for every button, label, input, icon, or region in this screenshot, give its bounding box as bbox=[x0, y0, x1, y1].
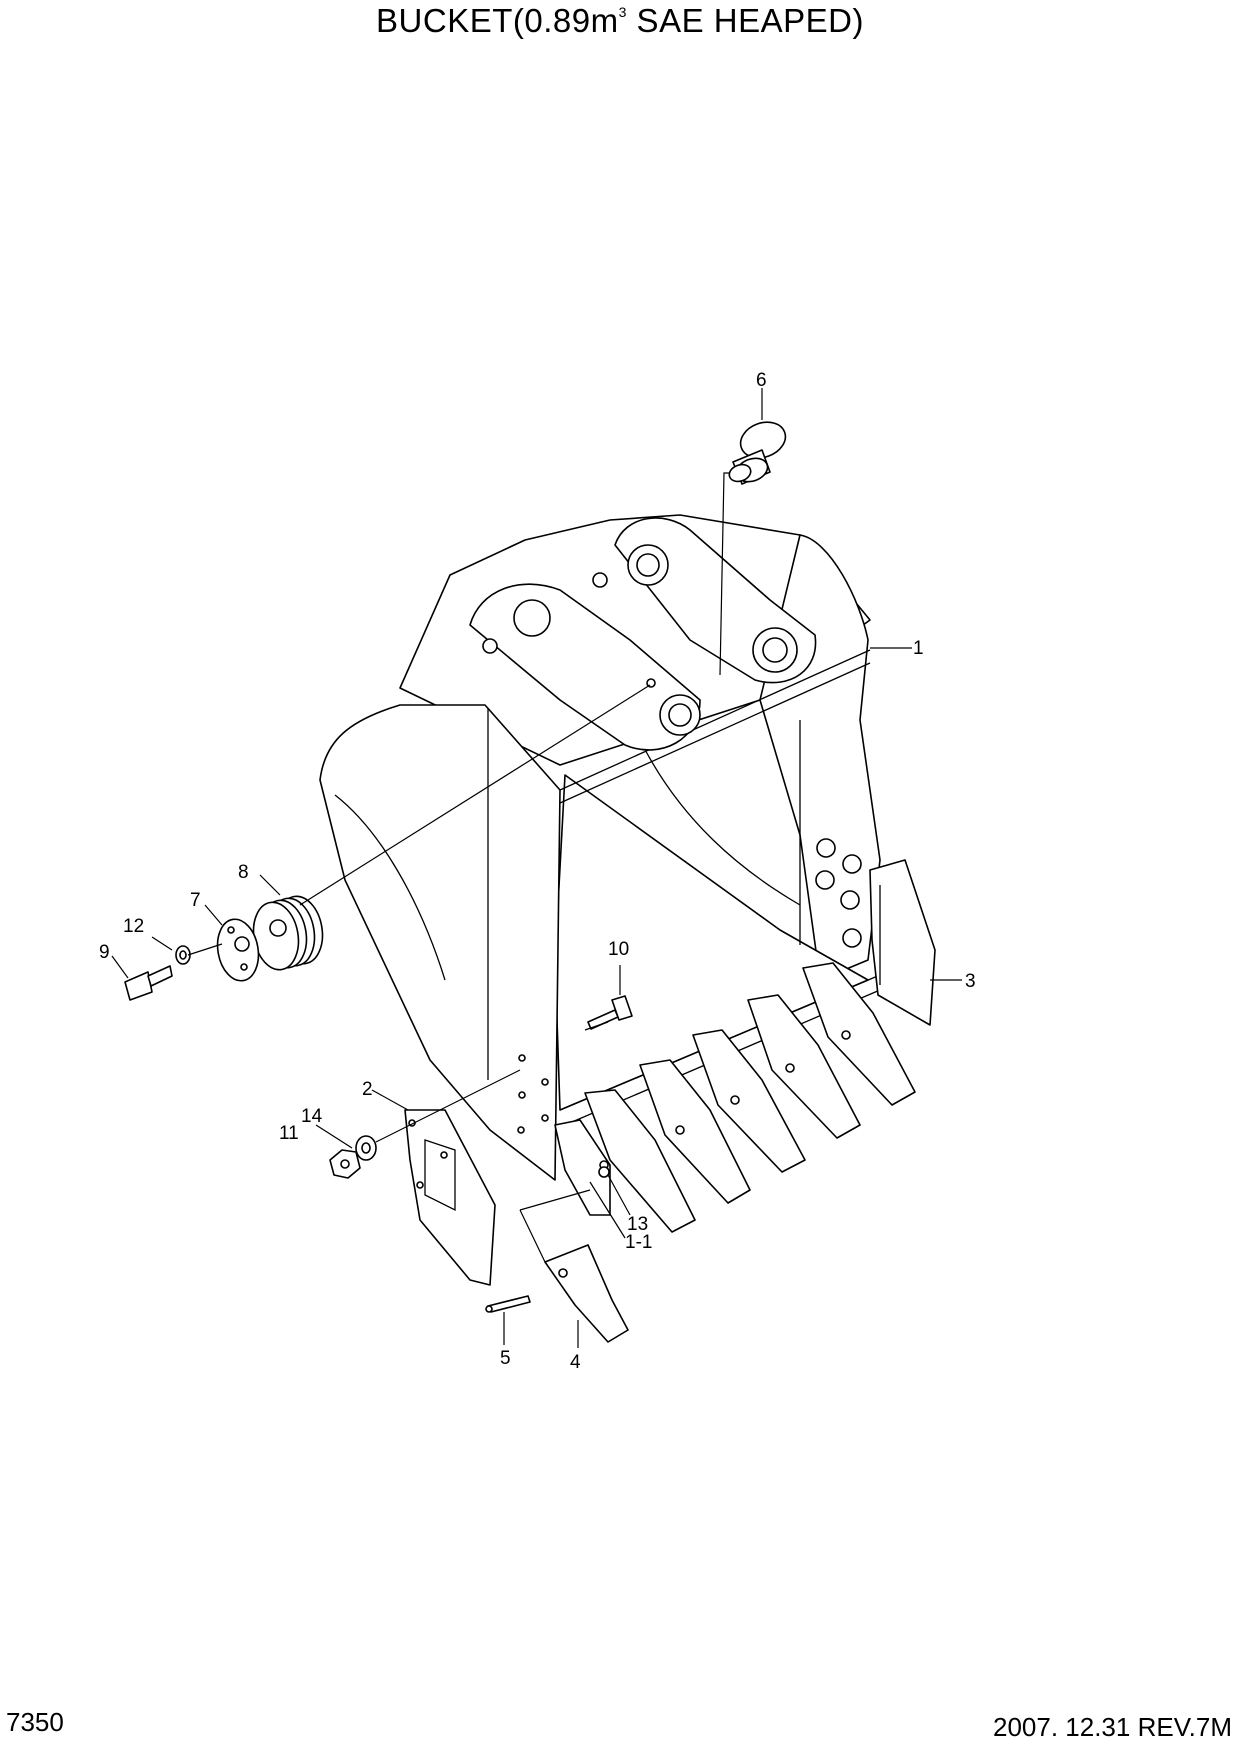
callout-13: 13 bbox=[627, 1214, 648, 1235]
plate-washer bbox=[216, 918, 260, 982]
drawing-title: BUCKET(0.89m3 SAE HEAPED) bbox=[0, 2, 1240, 40]
page-code: 7350 bbox=[6, 1707, 64, 1737]
tooth-pin bbox=[485, 1295, 531, 1313]
callout-9: 9 bbox=[99, 942, 110, 963]
callout-10: 10 bbox=[608, 939, 629, 960]
side-cutter-left bbox=[404, 1109, 496, 1286]
title-main: BUCKET(0.89m bbox=[376, 2, 619, 39]
flat-washer bbox=[355, 1135, 377, 1161]
exploded-tooth bbox=[544, 1244, 629, 1343]
callout-7: 7 bbox=[190, 890, 201, 911]
retainer-pin bbox=[598, 1166, 610, 1178]
shim-stack bbox=[252, 895, 324, 971]
side-cutter-right bbox=[869, 859, 936, 1026]
callout-11: 11 bbox=[279, 1123, 299, 1144]
bolt-inner bbox=[587, 995, 633, 1030]
callout-12: 12 bbox=[123, 916, 144, 937]
callout-5: 5 bbox=[500, 1348, 511, 1369]
callout-3: 3 bbox=[965, 971, 976, 992]
callout-2: 2 bbox=[362, 1079, 373, 1100]
leader-lines bbox=[111, 388, 962, 1348]
bolt-left bbox=[124, 965, 173, 1001]
title-superscript: 3 bbox=[618, 4, 627, 20]
callout-1-1: 1-1 bbox=[625, 1232, 652, 1253]
side-bolt-holes bbox=[517, 838, 862, 1134]
callout-1: 1 bbox=[913, 638, 924, 659]
callout-8: 8 bbox=[238, 862, 249, 883]
title-rest: SAE HEAPED) bbox=[626, 2, 864, 39]
callout-6: 6 bbox=[756, 370, 767, 391]
mounting-brackets bbox=[469, 517, 817, 751]
bucket-teeth bbox=[554, 962, 916, 1233]
callout-14: 14 bbox=[301, 1106, 323, 1127]
callout-labels: 1 1-1 2 3 4 5 6 7 8 9 10 11 12 13 14 bbox=[99, 370, 976, 1373]
revision-date: 2007. 12.31 REV.7M bbox=[993, 1712, 1232, 1742]
callout-4: 4 bbox=[570, 1352, 581, 1373]
nut bbox=[329, 1149, 361, 1179]
spring-washer bbox=[175, 945, 191, 965]
bushing bbox=[728, 421, 787, 485]
